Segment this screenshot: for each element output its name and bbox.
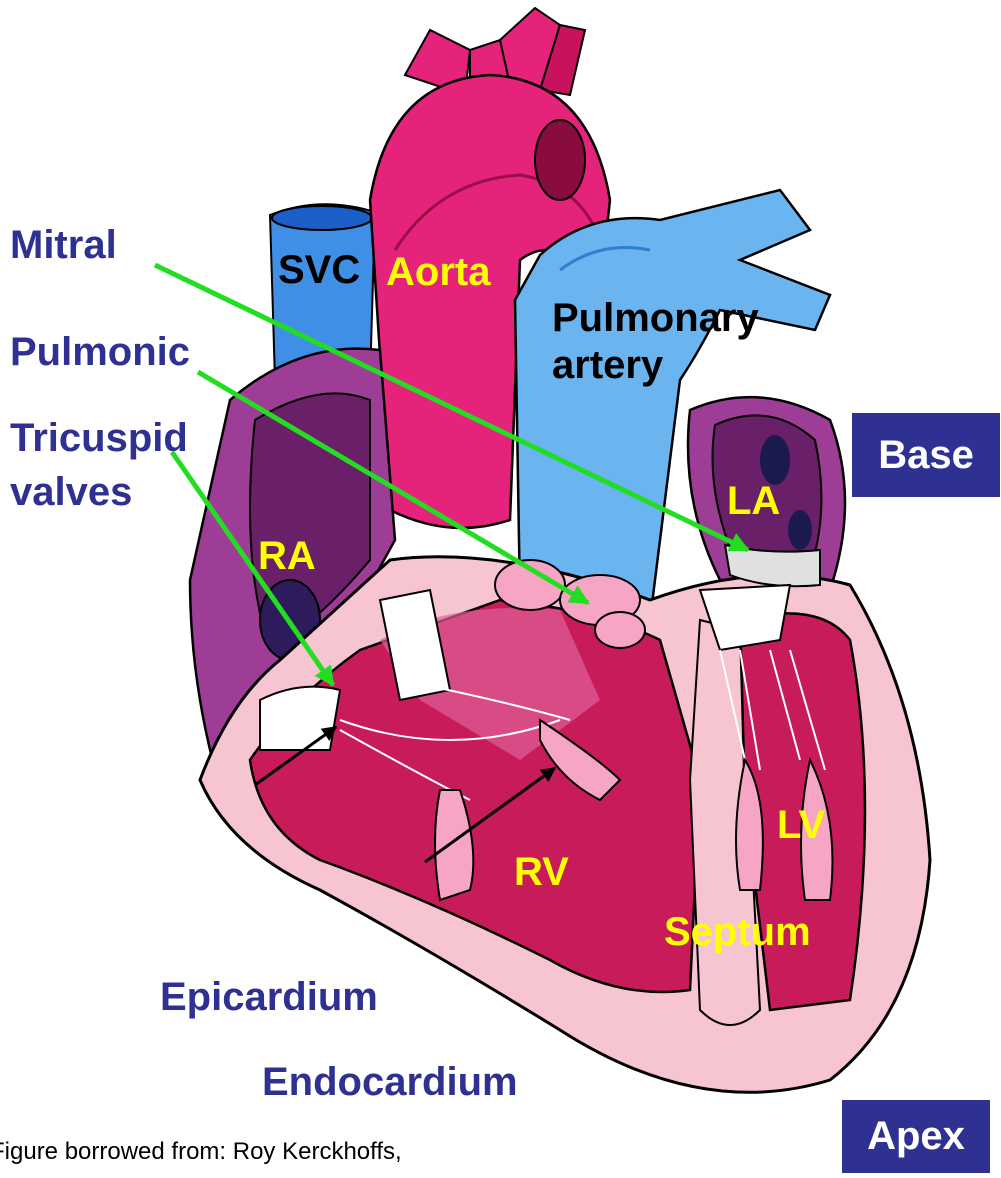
- pulmonary-label-line1: Pulmonary: [552, 298, 759, 338]
- valves-label: valves: [10, 472, 132, 512]
- la-label: LA: [727, 481, 780, 521]
- figure-credit: Figure borrowed from: Roy Kerckhoffs,: [0, 1138, 402, 1166]
- apex-box: Apex: [842, 1100, 990, 1173]
- base-box: Base: [852, 413, 1000, 497]
- tricuspid-valve: [260, 687, 340, 750]
- rv-label: RV: [514, 852, 569, 892]
- endocardium-label: Endocardium: [262, 1062, 518, 1102]
- svc-label: SVC: [278, 250, 360, 290]
- lv-label: LV: [777, 805, 825, 845]
- pulmonary-label-line2: artery: [552, 345, 663, 385]
- pulmonic-label: Pulmonic: [10, 332, 190, 372]
- mitral-label: Mitral: [10, 225, 117, 265]
- septum-label: Septum: [664, 912, 811, 952]
- aorta-label: Aorta: [386, 252, 490, 292]
- epicardium-label: Epicardium: [160, 977, 378, 1017]
- ra-label: RA: [258, 536, 316, 576]
- tricuspid-label: Tricuspid: [10, 418, 188, 458]
